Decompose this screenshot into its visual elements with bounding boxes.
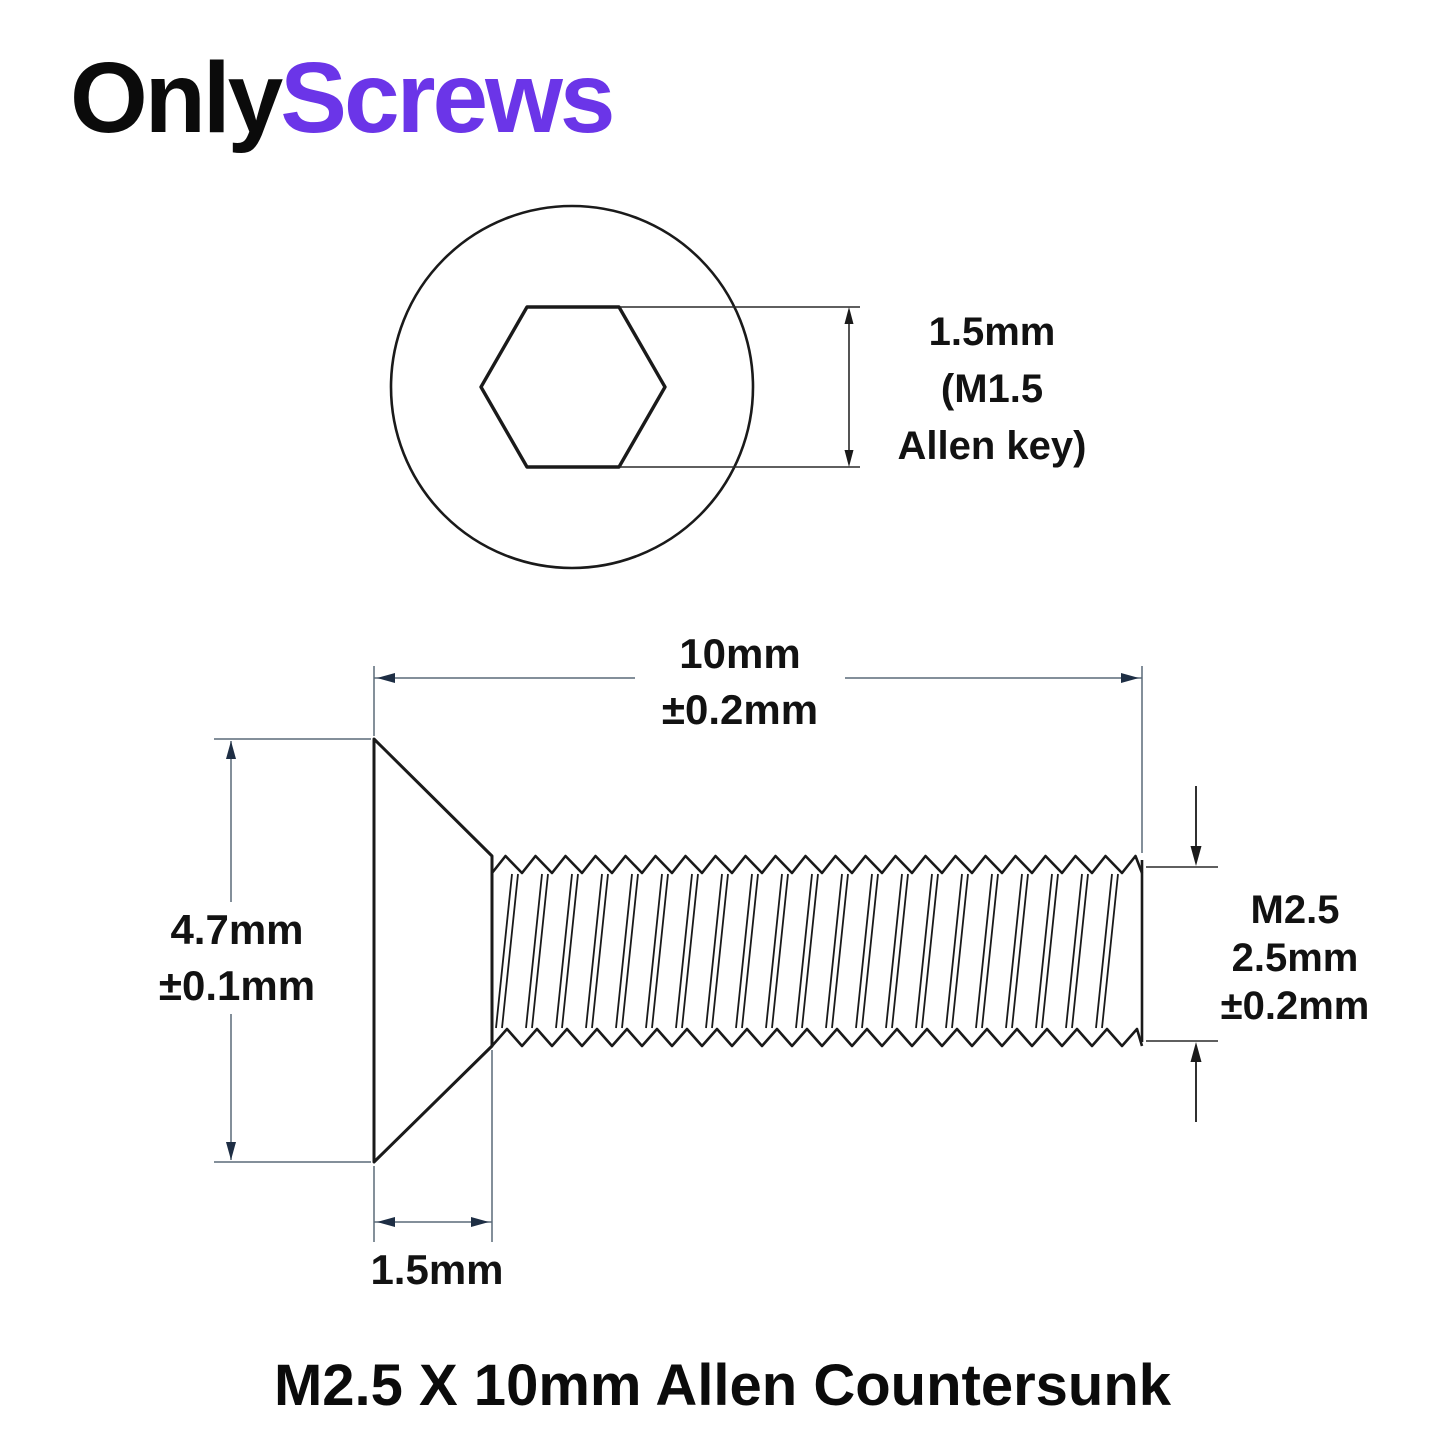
head-thickness-value: 1.5mm (370, 1246, 504, 1293)
screw-side-view (372, 737, 1144, 1164)
screw-top-view (389, 204, 860, 570)
dimension-annotations (214, 666, 1218, 1250)
length-dim-line2: ±0.2mm (661, 686, 819, 733)
length-dimension-label: 10mm ±0.2mm (635, 626, 845, 738)
socket-dim-line2: (M1.5 (940, 367, 1044, 411)
diagram-title: M2.5 X 10mm Allen Countersunk (273, 1353, 1172, 1418)
thread-dim-line3: ±0.2mm (1220, 984, 1370, 1028)
head-dim-line2: ±0.1mm (158, 962, 316, 1009)
socket-dim-line3: Allen key) (897, 424, 1087, 468)
thread-dim-line1: M2.5 (1250, 888, 1340, 932)
socket-dimension-label: 1.5mm (M1.5 Allen key) (842, 304, 1142, 475)
logo-word-screws: Screws (280, 42, 615, 154)
logo-word-only: Only (70, 42, 283, 154)
thread-dim-line2: 2.5mm (1231, 936, 1359, 980)
brand-logo: OnlyScrews (70, 48, 616, 148)
head-dim-line1: 4.7mm (170, 906, 304, 953)
head-diameter-label: 4.7mm ±0.1mm (130, 902, 344, 1014)
socket-dim-line1: 1.5mm (928, 310, 1056, 354)
thread-diameter-label: M2.5 2.5mm ±0.2mm (1188, 886, 1402, 1030)
length-dim-line1: 10mm (679, 630, 801, 677)
head-thickness-label: 1.5mm (348, 1242, 526, 1298)
